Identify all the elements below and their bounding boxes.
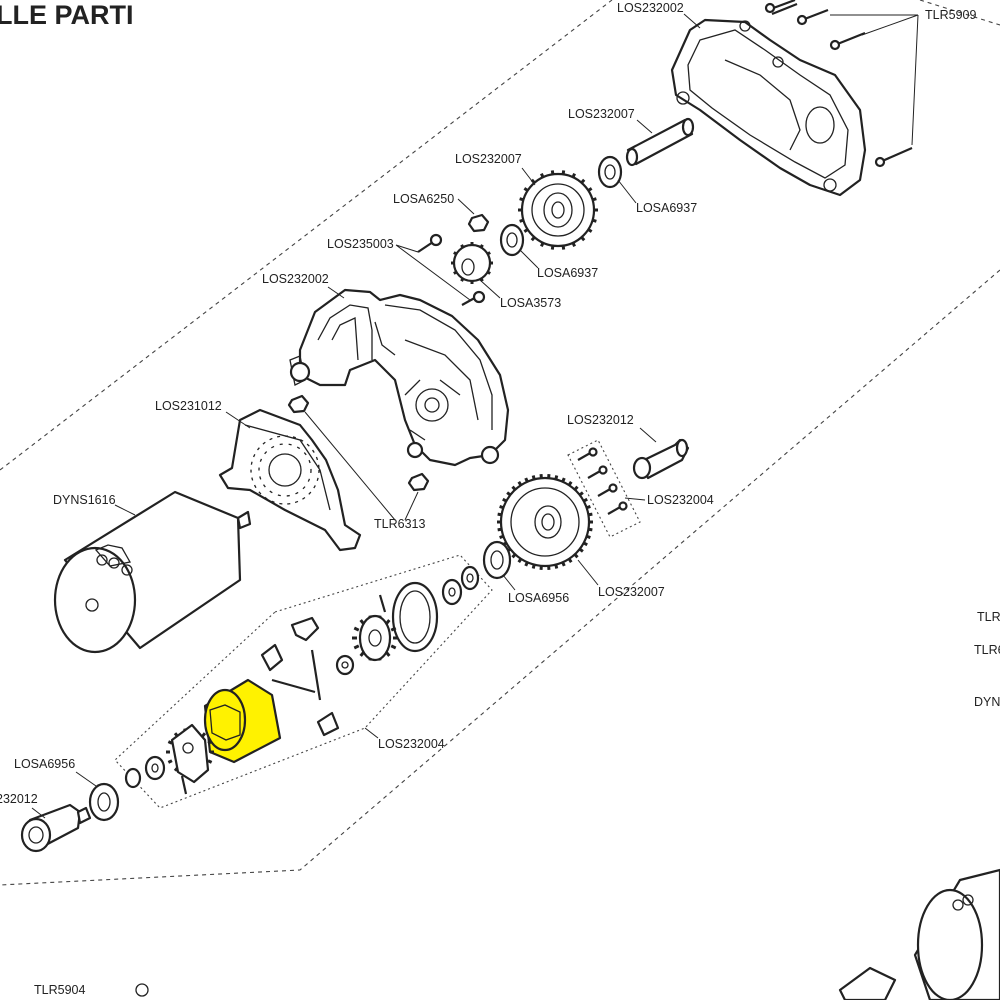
diff-gasket bbox=[391, 581, 439, 653]
gear-icon bbox=[497, 474, 593, 570]
gear-tooth bbox=[167, 759, 173, 764]
leader-tlr5909 bbox=[830, 14, 919, 146]
leader-los232002-mid bbox=[327, 286, 345, 299]
label-losa6937-b: LOSA6937 bbox=[537, 266, 598, 280]
label-tlr6313: TLR6313 bbox=[374, 517, 425, 531]
gear-tooth bbox=[390, 644, 397, 650]
highlighted-diff-housing bbox=[203, 678, 282, 764]
motor-icon bbox=[135, 868, 1000, 1000]
leader-los232007-shaft bbox=[636, 119, 653, 134]
label-edge-tlr-a: TLR5 bbox=[977, 610, 1000, 624]
leader-losa6937-a bbox=[617, 179, 637, 204]
leader-losa6956-right bbox=[502, 574, 516, 591]
gear-icon bbox=[518, 170, 598, 250]
label-los235003: LOS235003 bbox=[327, 237, 394, 251]
leader-los232012-left bbox=[31, 807, 46, 819]
leader-dyns1616 bbox=[114, 504, 136, 516]
label-dyns1616: DYNS1616 bbox=[53, 493, 116, 507]
bearing-icon bbox=[482, 540, 512, 580]
leader-los232004-bottom bbox=[364, 727, 379, 739]
screw-icon bbox=[764, 0, 913, 168]
diff-washers bbox=[124, 565, 480, 789]
label-los232007-gear: LOS232007 bbox=[455, 152, 522, 166]
outdrive-cup bbox=[632, 438, 690, 480]
top-gearbox-cover bbox=[670, 18, 867, 197]
screw-icon bbox=[417, 233, 486, 306]
leader-tlr6313 bbox=[304, 411, 419, 521]
leader-losa3573 bbox=[479, 279, 501, 299]
label-losa6250: LOSA6250 bbox=[393, 192, 454, 206]
label-edge-tlr-b: TLR6 bbox=[974, 643, 1000, 657]
label-bottom-cut: TLR5904 bbox=[34, 983, 85, 997]
gear-tooth bbox=[207, 740, 213, 745]
label-tlr5909: TLR5909 bbox=[925, 8, 976, 22]
leader-losa6250 bbox=[457, 198, 475, 215]
bearing-icon bbox=[499, 223, 525, 257]
label-los232007-spur: LOS232007 bbox=[598, 585, 665, 599]
label-los232002-top: LOS232002 bbox=[617, 1, 684, 15]
gear-tooth bbox=[353, 644, 360, 650]
label-losa6956-left: LOSA6956 bbox=[14, 757, 75, 771]
label-los232002-mid: LOS232002 bbox=[262, 272, 329, 286]
leader-los235003 bbox=[395, 244, 471, 301]
housing-icon bbox=[289, 288, 510, 467]
label-los232004-bottom: LOS232004 bbox=[378, 737, 445, 751]
leader-los232007-spur bbox=[577, 559, 599, 586]
motor-icon bbox=[53, 490, 252, 654]
label-losa3573: LOSA3573 bbox=[500, 296, 561, 310]
label-los232012-top: LOS232012 bbox=[567, 413, 634, 427]
outdrive-cup bbox=[20, 803, 92, 853]
label-edge-dyn: DYN bbox=[974, 695, 1000, 709]
gear-tooth bbox=[390, 626, 397, 632]
leader-los232007-gear bbox=[521, 167, 536, 186]
idler-shaft bbox=[625, 117, 695, 167]
label-losa6937-a: LOSA6937 bbox=[636, 201, 697, 215]
label-los232007-shaft: LOS232007 bbox=[568, 107, 635, 121]
nut-icon bbox=[467, 213, 490, 233]
diff-pins bbox=[180, 594, 387, 795]
bearing-icon bbox=[597, 155, 623, 189]
label-los231012: LOS231012 bbox=[155, 399, 222, 413]
label-los232004-right: LOS232004 bbox=[647, 493, 714, 507]
screw-group-outline bbox=[567, 439, 641, 538]
label-losa6956-right: LOSA6956 bbox=[508, 591, 569, 605]
leader-losa6956-left bbox=[75, 771, 97, 787]
leader-los232002-top bbox=[683, 13, 701, 29]
leader-los232012-top bbox=[639, 427, 657, 443]
gear-icon bbox=[260, 616, 340, 737]
gear-tooth bbox=[207, 759, 213, 764]
gear-icon bbox=[352, 614, 398, 662]
bearing-icon bbox=[88, 782, 120, 822]
screw-icon bbox=[577, 447, 628, 515]
gear-tooth bbox=[201, 732, 207, 738]
leader-losa6937-b bbox=[519, 249, 539, 269]
leader-los231012 bbox=[225, 411, 251, 429]
leader-los232004-right bbox=[624, 497, 646, 501]
assembly-outline bbox=[0, 0, 1000, 886]
gear-tooth bbox=[353, 626, 360, 632]
gear-icon bbox=[166, 723, 214, 784]
gear-tooth bbox=[167, 740, 173, 745]
label-los232012-left: 232012 bbox=[0, 792, 38, 806]
page-title: LLE PARTI bbox=[0, 0, 134, 30]
gear-icon bbox=[451, 242, 493, 284]
nut-icon bbox=[287, 394, 430, 492]
motor-plate bbox=[218, 408, 362, 552]
